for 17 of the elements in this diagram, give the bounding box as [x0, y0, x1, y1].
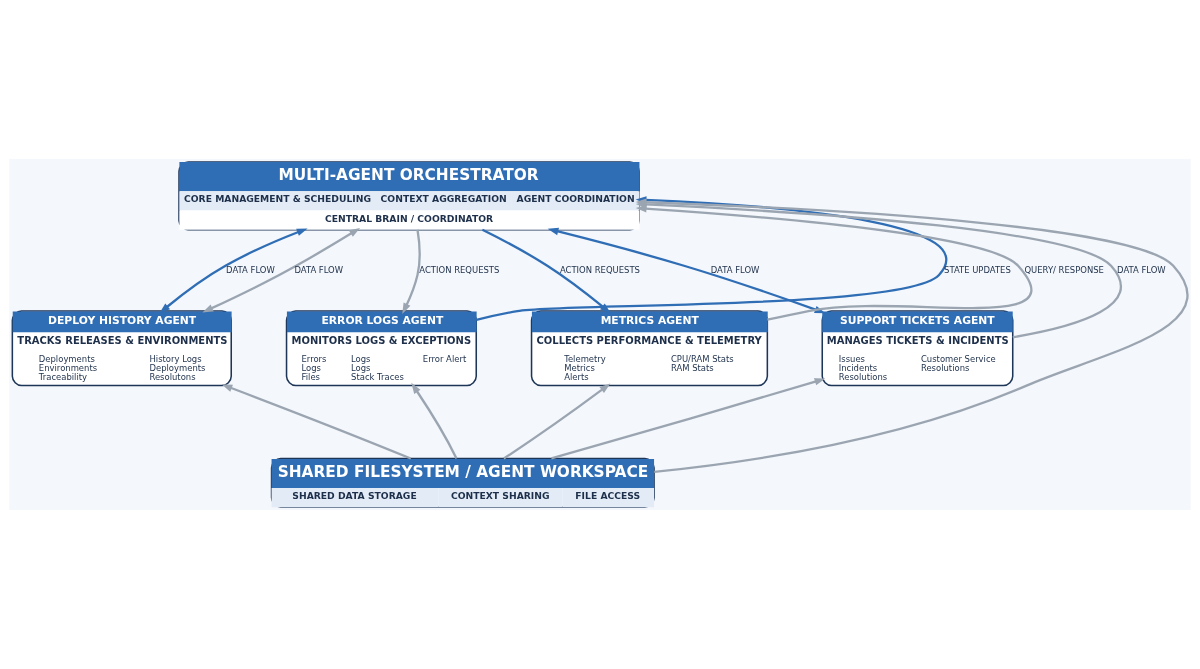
edge-label: DATA FLOW	[1117, 264, 1166, 275]
arrow	[221, 384, 412, 460]
edge-label: ACTION REQUESTS	[559, 264, 640, 275]
arrow	[402, 229, 421, 314]
arrow	[159, 228, 308, 314]
edge-label: STATE UPDATES	[944, 264, 1011, 275]
arrow	[411, 382, 458, 459]
edge-label: DATA FLOW	[226, 264, 275, 275]
edge-label: DATA FLOW	[710, 264, 760, 275]
arrow	[503, 383, 611, 460]
edge-label: ACTION REQUESTS	[419, 264, 500, 275]
arrow	[481, 228, 611, 314]
arrow	[202, 228, 361, 313]
edge-label: DATA FLOW	[294, 264, 344, 275]
arrow	[551, 378, 826, 460]
arrow	[635, 204, 1032, 321]
edge-label: QUERY/ RESPONSE	[1024, 264, 1104, 275]
